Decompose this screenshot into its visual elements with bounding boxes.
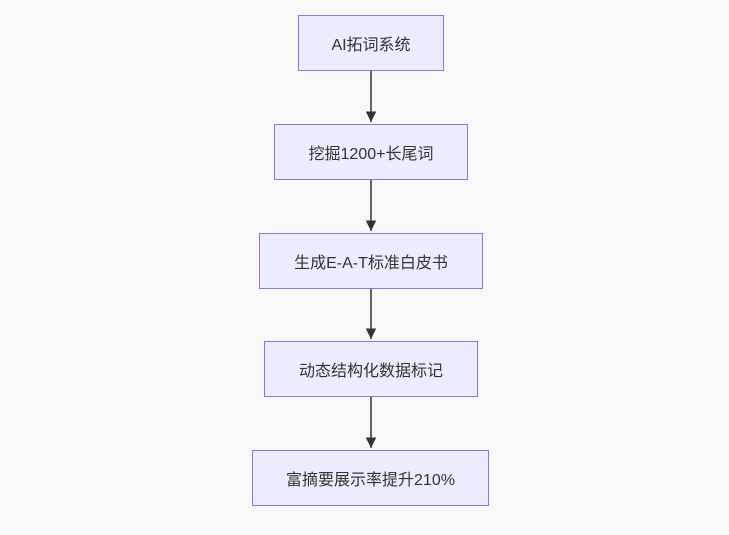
flow-node-label: 挖掘1200+长尾词 bbox=[308, 146, 434, 163]
flow-node-label: AI拓词系统 bbox=[331, 37, 411, 54]
flow-node-label: 动态结构化数据标记 bbox=[298, 363, 443, 380]
flow-node-rich-snippet-uplift: 富摘要展示率提升210% bbox=[252, 450, 489, 506]
flow-node-longtail-mining: 挖掘1200+长尾词 bbox=[274, 124, 468, 180]
flow-node-eat-whitepaper: 生成E-A-T标准白皮书 bbox=[259, 233, 483, 289]
flow-node-label: 生成E-A-T标准白皮书 bbox=[294, 255, 448, 272]
flow-node-ai-keyword-system: AI拓词系统 bbox=[298, 15, 444, 71]
flow-node-structured-data-markup: 动态结构化数据标记 bbox=[264, 341, 478, 397]
flow-node-label: 富摘要展示率提升210% bbox=[286, 472, 455, 489]
